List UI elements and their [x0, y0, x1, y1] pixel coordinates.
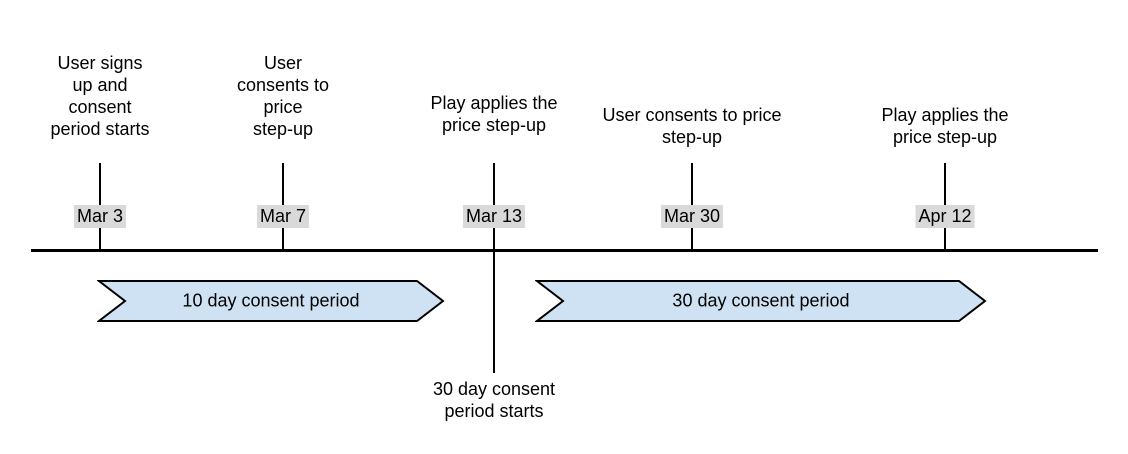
- period-label-10day: 10 day consent period: [182, 290, 360, 311]
- period-arrow-shape: [97, 280, 445, 322]
- annotation-connector-line: [493, 252, 495, 373]
- period-label-30day: 30 day consent period: [672, 290, 850, 311]
- event-label-first-consent: User consents to price step-up: [236, 53, 330, 139]
- event-label-second-consent: User consents to price step-up: [602, 105, 782, 147]
- event-date-chip: Mar 13: [462, 205, 526, 228]
- event-date-chip: Mar 7: [256, 205, 310, 228]
- event-label-second-stepup: Play applies the price step-up: [881, 105, 1009, 147]
- event-label-first-stepup: Play applies the price step-up: [430, 93, 558, 135]
- annotation-label-30day-start: 30 day consent period starts: [432, 379, 556, 421]
- consent-period-arrow-30day: [535, 280, 987, 322]
- period-arrow-shape: [535, 280, 987, 322]
- event-date-chip: Apr 12: [915, 205, 975, 228]
- timeline-axis: [31, 249, 1098, 252]
- event-label-signup: User signs up and consent period starts: [50, 53, 150, 139]
- event-date-chip: Mar 30: [660, 205, 724, 228]
- event-date-chip: Mar 3: [73, 205, 127, 228]
- consent-period-arrow-10day: [97, 280, 445, 322]
